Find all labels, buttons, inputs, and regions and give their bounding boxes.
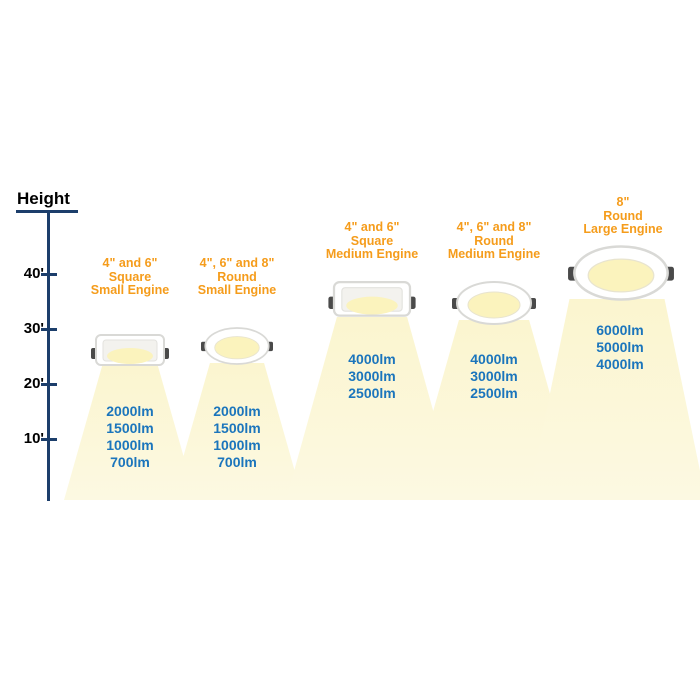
tick-label-30: 30' [23, 320, 44, 337]
downlight-round-icon [201, 327, 273, 365]
fixture-label: 4" and 6" Square Medium Engine [307, 220, 437, 262]
lumen-value: 700lm [217, 454, 257, 470]
lumen-value: 3000lm [348, 368, 396, 384]
fixture-label-line: 4", 6" and 8" [199, 256, 275, 270]
downlight-square-icon [91, 334, 169, 366]
tick-mark-20 [41, 383, 57, 386]
fixture-label-line: 8" [616, 195, 630, 209]
fixture-label-line: Small Engine [197, 283, 277, 297]
lumen-value: 2500lm [470, 385, 518, 401]
lumen-values: 4000lm 3000lm 2500lm [429, 351, 559, 402]
lumen-values: 2000lm 1500lm 1000lm 700lm [172, 403, 302, 471]
lumen-value: 4000lm [470, 351, 518, 367]
lumen-value: 5000lm [596, 339, 644, 355]
axis-title: Height [17, 189, 70, 208]
fixture-label-line: Round [217, 269, 257, 284]
fixture-label-line: Square [108, 269, 152, 284]
downlight-round-icon [568, 245, 674, 301]
lumen-value: 2000lm [213, 403, 261, 419]
lumen-value: 1000lm [106, 437, 154, 453]
lumen-value: 4000lm [348, 351, 396, 367]
lumen-values: 4000lm 3000lm 2500lm [307, 351, 437, 402]
tick-label-20: 20' [23, 375, 44, 392]
lumen-value: 3000lm [470, 368, 518, 384]
lumen-value: 700lm [110, 454, 150, 470]
fixture-label-line: Large Engine [583, 222, 663, 236]
axis-vertical-line [47, 211, 50, 501]
lumen-value: 1500lm [213, 420, 261, 436]
lumen-values: 2000lm 1500lm 1000lm 700lm [65, 403, 195, 471]
tick-mark-10 [41, 438, 57, 441]
fixture-label-line: Small Engine [90, 283, 170, 297]
lumen-value: 1000lm [213, 437, 261, 453]
fixture-label-line: Medium Engine [325, 247, 419, 261]
fixture-label-line: Medium Engine [447, 247, 541, 261]
fixture-label-line: 4" and 6" [344, 220, 400, 234]
downlight-round-icon [452, 281, 536, 325]
fixture-label: 4", 6" and 8" Round Small Engine [172, 256, 302, 298]
downlight-square-icon [328, 281, 416, 317]
lumen-value: 4000lm [596, 356, 644, 372]
lumen-values: 6000lm 5000lm 4000lm [555, 322, 685, 373]
lumen-value: 6000lm [596, 322, 644, 338]
tick-mark-30 [41, 328, 57, 331]
fixture-label-line: 4", 6" and 8" [456, 220, 532, 234]
fixture-label-line: Round [474, 233, 514, 248]
lumen-value: 1500lm [106, 420, 154, 436]
fixture-label-line: Square [350, 233, 394, 248]
fixture-label: 4", 6" and 8" Round Medium Engine [429, 220, 559, 262]
tick-label-10: 10' [23, 430, 44, 447]
tick-mark-40 [41, 273, 57, 276]
fixture-label: 8" Round Large Engine [558, 195, 688, 237]
fixture-label-line: 4" and 6" [102, 256, 158, 270]
lumen-value: 2500lm [348, 385, 396, 401]
tick-label-40: 40' [23, 265, 44, 282]
fixture-label: 4" and 6" Square Small Engine [65, 256, 195, 298]
fixture-label-line: Round [603, 208, 643, 223]
lumen-value: 2000lm [106, 403, 154, 419]
